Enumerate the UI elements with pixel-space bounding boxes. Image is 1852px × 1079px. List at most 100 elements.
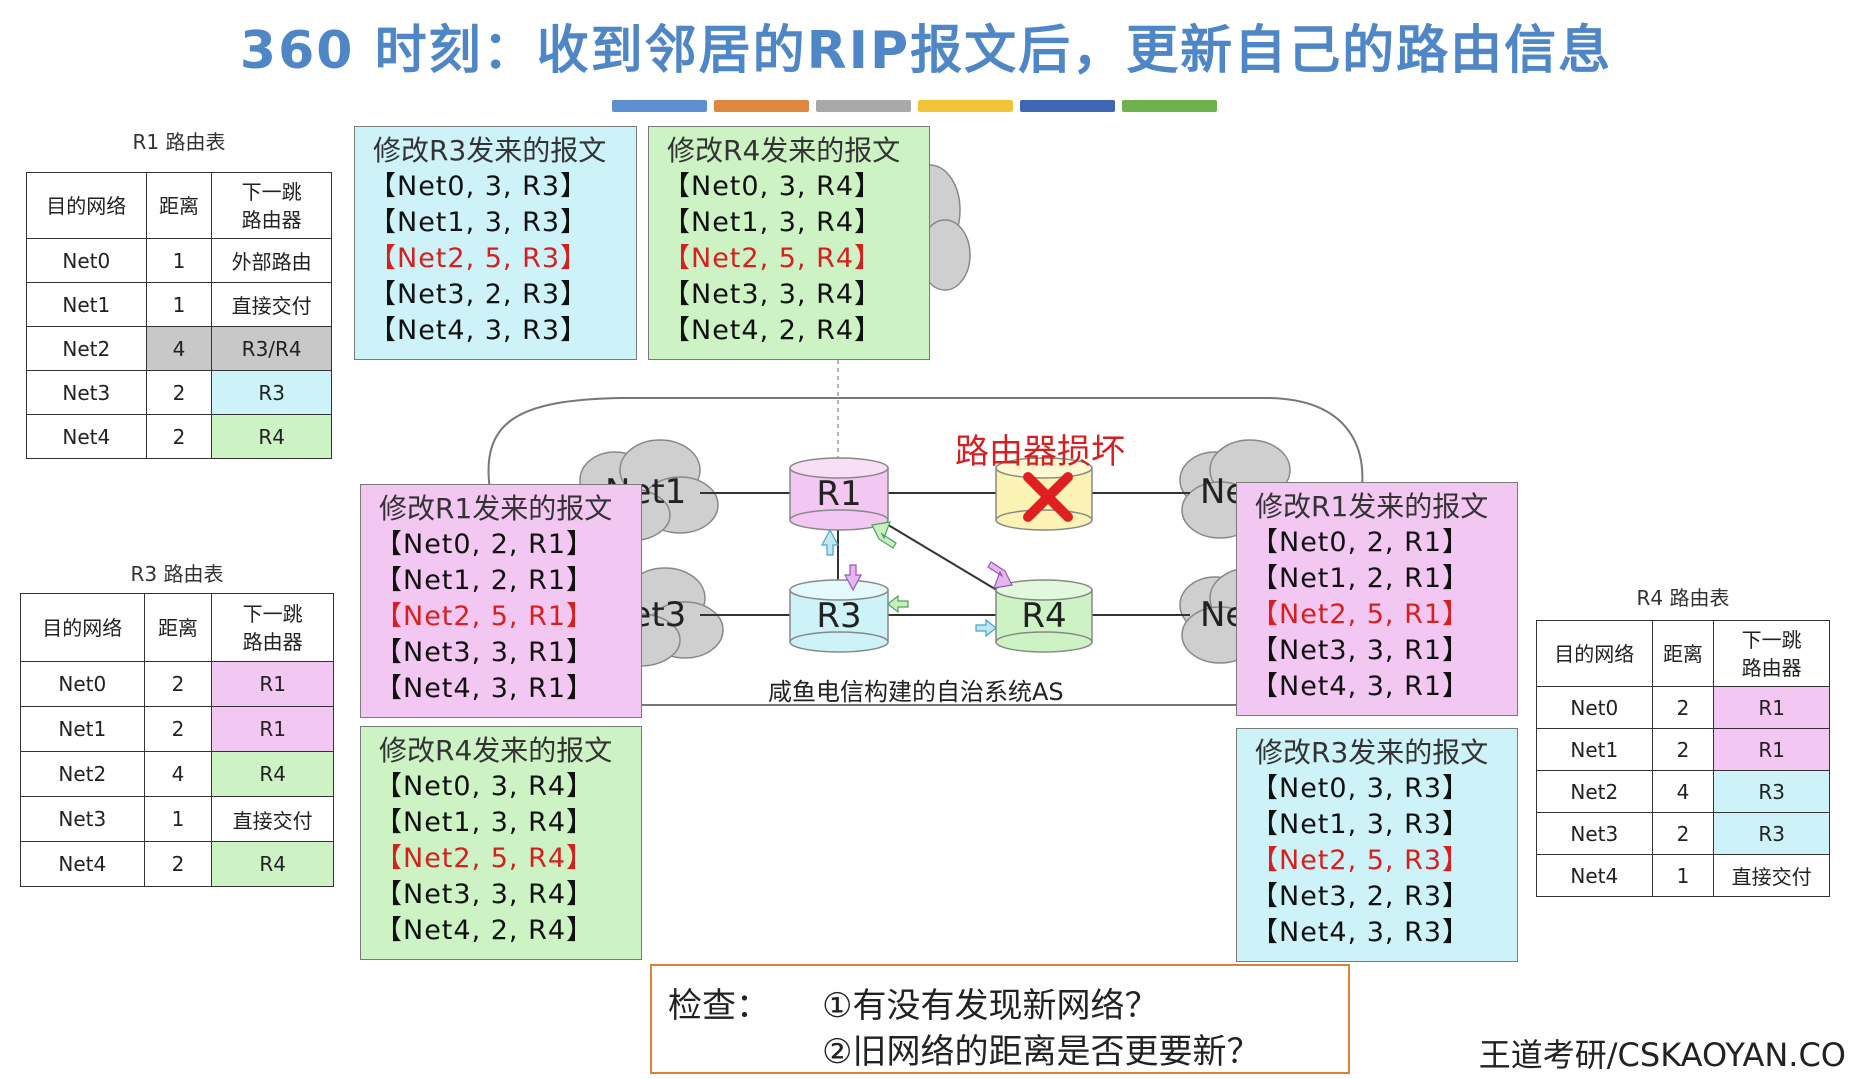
cell: 1 [143,796,213,842]
message-entry: 【Net4, 3, R1】 [375,673,595,704]
table-row: Net3 1 直接交付 [20,796,334,842]
cell: R4 [211,414,332,459]
cell: Net2 [26,326,147,371]
arrow-r4-to-r1-icon [871,521,897,549]
router-r4-label: R4 [1021,596,1067,636]
cell: Net3 [20,796,145,842]
r3-table-caption: R3 路由表 [130,562,224,586]
page-title: 360 时刻：收到邻居的RIP报文后，更新自己的路由信息 [239,21,1613,81]
color-strip-segment [816,100,911,112]
message-head: 修改R4发来的报文 [667,134,901,167]
router-r4 [995,579,1093,653]
cell: R4 [211,751,334,797]
router-broken-label: 路由器损坏 [955,432,1125,472]
table-row: Net0 2 R1 [20,661,334,707]
link-r1-r4 [879,519,1001,593]
table-row: Net4 1 直接交付 [1536,854,1830,897]
header-next-hop: 下一跳路由器 [211,593,334,662]
cell: 直接交付 [211,796,334,842]
message-head: 修改R3发来的报文 [1255,736,1489,769]
message-entry: 【Net1, 3, R3】 [1251,809,1471,840]
table-row: Net2 4 R3/R4 [26,326,332,371]
cell: 直接交付 [1713,854,1830,897]
message-entry: 【Net3, 3, R4】 [663,279,883,310]
message-entry: 【Net0, 3, R4】 [663,171,883,202]
color-strip-segment [1020,100,1115,112]
cell: 4 [145,326,213,371]
cell: R3 [1713,770,1830,813]
message-box-r1-from-r4: 修改R4发来的报文 【Net0, 3, R4】 【Net1, 3, R4】 【N… [648,126,930,360]
message-entry-highlight: 【Net2, 5, R1】 [1251,599,1471,630]
cell: R1 [211,706,334,752]
message-entry: 【Net1, 2, R1】 [1251,563,1471,594]
r1-routing-table: 目的网络 距离 下一跳路由器 Net0 1 外部路由 Net1 1 直接交付 N… [26,172,332,459]
arrow-r1-to-r3-icon [844,564,862,592]
message-entry: 【Net1, 2, R1】 [375,565,595,596]
message-entry: 【Net1, 3, R4】 [375,807,595,838]
header-next-hop: 下一跳路由器 [211,172,332,239]
as-label: 咸鱼电信构建的自治系统AS [768,678,1064,706]
message-box-r3-from-r1: 修改R1发来的报文 【Net0, 2, R1】 【Net1, 2, R1】 【N… [360,484,642,718]
message-entry: 【Net0, 3, R3】 [369,171,589,202]
cell: Net0 [20,661,145,707]
table-row: Net3 2 R3 [1536,812,1830,855]
cell: Net4 [1536,854,1653,897]
cell: R1 [1713,686,1830,729]
header-destination: 目的网络 [20,593,145,662]
message-box-r4-from-r3: 修改R3发来的报文 【Net0, 3, R3】 【Net1, 3, R3】 【N… [1236,728,1518,962]
arrow-r3-to-r1-icon [821,528,839,556]
table-row: Net4 2 R4 [26,414,332,459]
cell: 2 [143,661,213,707]
cell: R1 [1713,728,1830,771]
cell: 外部路由 [211,238,332,283]
message-entry: 【Net4, 2, R4】 [663,315,883,346]
r4-routing-table: 目的网络 距离 下一跳路由器 Net0 2 R1 Net1 2 R1 Net2 … [1536,620,1830,897]
header-distance: 距离 [145,172,213,239]
router-r3-label: R3 [816,596,862,636]
message-entry: 【Net3, 2, R3】 [1251,881,1471,912]
cell: Net1 [26,282,147,327]
header-distance: 距离 [1651,620,1715,687]
watermark: 王道考研/CSKAOYAN.CO [1478,1036,1846,1074]
check-question-2: ②旧网络的距离是否更要新？ [822,1032,1261,1072]
arrow-r1-to-r4-icon [987,561,1013,589]
message-head: 修改R3发来的报文 [373,134,607,167]
message-entry: 【Net1, 3, R4】 [663,207,883,238]
message-head: 修改R4发来的报文 [379,734,613,767]
color-strip-segment [918,100,1013,112]
message-box-r1-from-r3: 修改R3发来的报文 【Net0, 3, R3】 【Net1, 3, R3】 【N… [354,126,637,360]
cell: Net2 [20,751,145,797]
message-entry-highlight: 【Net2, 5, R1】 [375,601,595,632]
table-row: Net3 2 R3 [26,370,332,415]
table-row: Net4 2 R4 [20,841,334,887]
message-entry: 【Net0, 3, R4】 [375,771,595,802]
cell: R4 [211,841,334,887]
message-entry: 【Net4, 2, R4】 [375,915,595,946]
r3-routing-table: 目的网络 距离 下一跳路由器 Net0 2 R1 Net1 2 R1 Net2 … [20,593,334,887]
cell: Net4 [26,414,147,459]
message-entry: 【Net4, 3, R1】 [1251,671,1471,702]
message-entry-highlight: 【Net2, 5, R3】 [369,243,589,274]
message-entry-highlight: 【Net2, 5, R4】 [375,843,595,874]
message-entry: 【Net3, 3, R4】 [375,879,595,910]
color-strip-segment [1122,100,1217,112]
cell: Net3 [26,370,147,415]
message-entry: 【Net0, 3, R3】 [1251,773,1471,804]
message-entry: 【Net0, 2, R1】 [1251,527,1471,558]
header-destination: 目的网络 [26,172,147,239]
message-entry: 【Net3, 3, R1】 [375,637,595,668]
color-strip-segment [612,100,707,112]
message-entry: 【Net4, 3, R3】 [1251,917,1471,948]
cell: 直接交付 [211,282,332,327]
message-head: 修改R1发来的报文 [379,492,613,525]
cell: 2 [1651,686,1715,729]
check-question-1: ①有没有发现新网络？ [822,986,1159,1026]
broken-x-icon [1023,472,1073,522]
check-label: 检查： [668,986,770,1026]
color-strip-segment [714,100,809,112]
cell: Net2 [1536,770,1653,813]
message-head: 修改R1发来的报文 [1255,490,1489,523]
table-row: Net1 2 R1 [1536,728,1830,771]
table-row: Net1 1 直接交付 [26,282,332,327]
header-destination: 目的网络 [1536,620,1653,687]
